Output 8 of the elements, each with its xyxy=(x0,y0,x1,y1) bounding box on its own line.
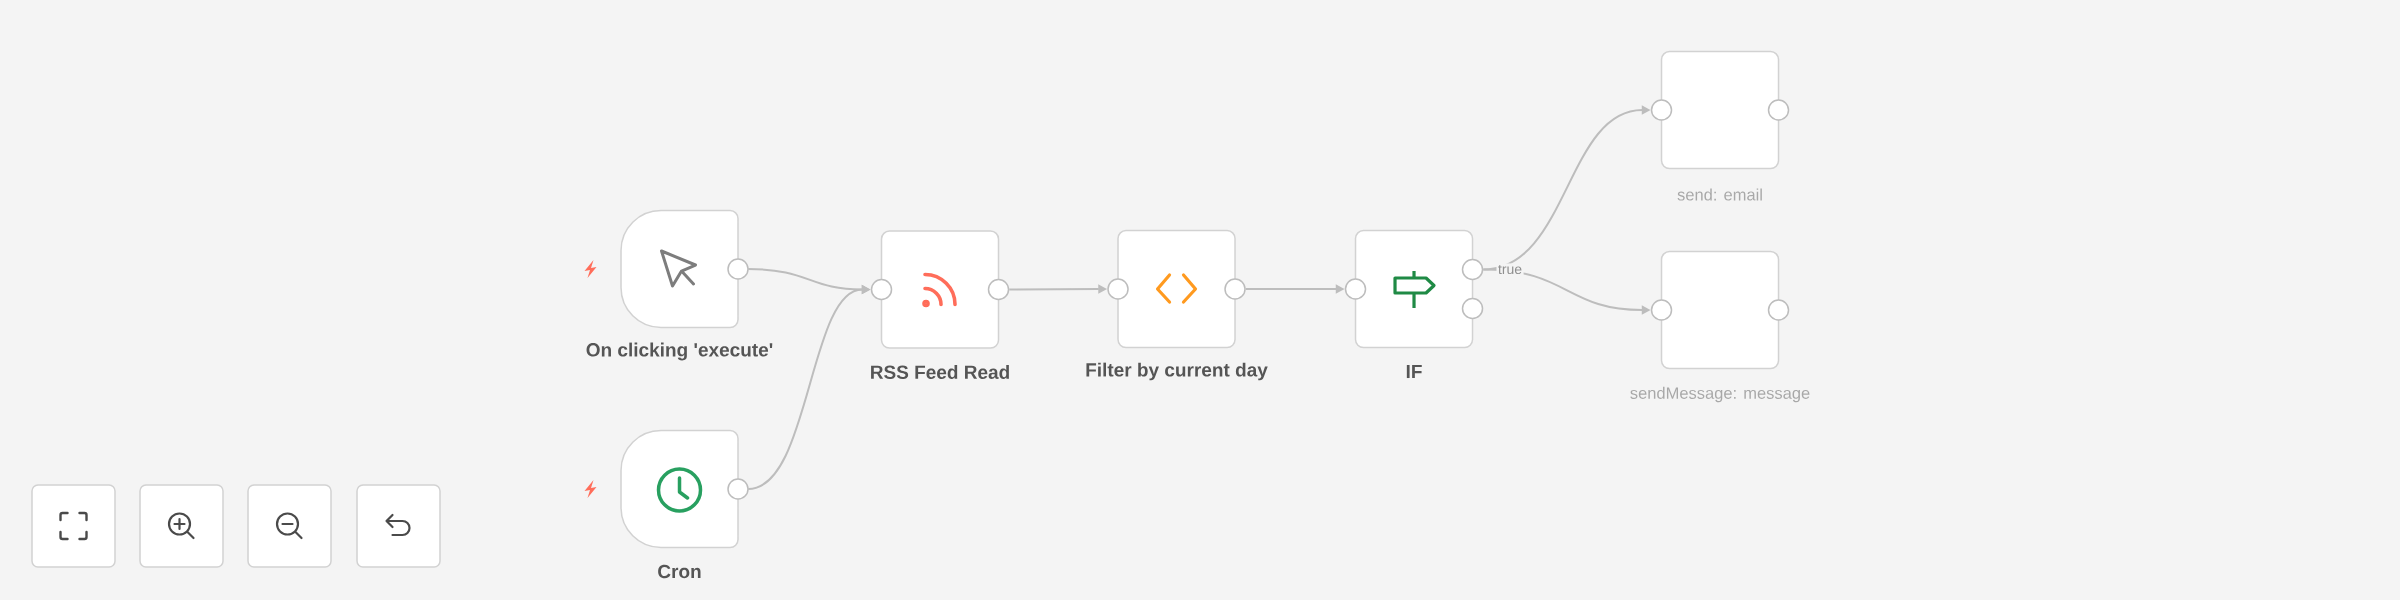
node-title: RSS Feed Read xyxy=(871,365,1009,379)
node-title: Filter by current day xyxy=(1086,362,1268,381)
node-title: Cron xyxy=(658,564,701,579)
node-title: IF xyxy=(1406,365,1422,379)
port-label: true xyxy=(1496,263,1524,276)
node-title: On clicking 'execute' xyxy=(586,342,773,361)
node-subtitle: send: email xyxy=(1677,188,1762,201)
node-subtitle: sendMessage: message xyxy=(1630,386,1810,403)
